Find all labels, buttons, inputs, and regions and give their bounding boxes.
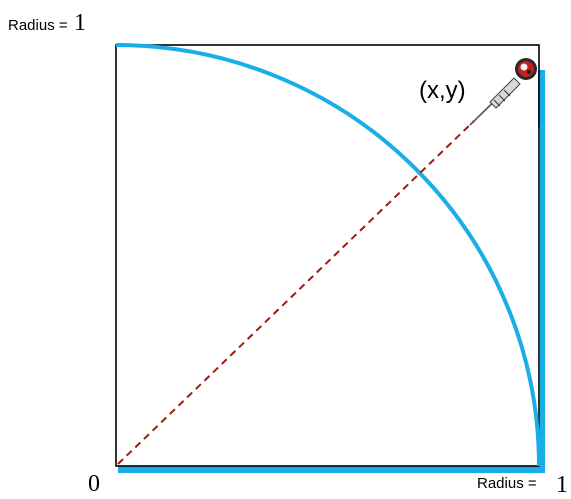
bottom-radius-label: Radius =: [477, 475, 537, 492]
dart-icon: [469, 58, 537, 126]
right-edge-highlight: [538, 70, 545, 127]
diagonal-dashed-line: [117, 120, 475, 465]
unit-square: [115, 44, 540, 467]
quarter-circle-arc: [115, 43, 541, 467]
bottom-radius-value: 1: [556, 472, 568, 498]
top-radius-label: Radius =: [8, 17, 68, 34]
bottom-edge-highlight: [118, 466, 545, 473]
top-radius-value: 1: [74, 10, 86, 36]
point-label: (x,y): [419, 77, 466, 104]
right-edge-highlight-lower: [540, 127, 545, 468]
origin-label: 0: [88, 471, 100, 497]
